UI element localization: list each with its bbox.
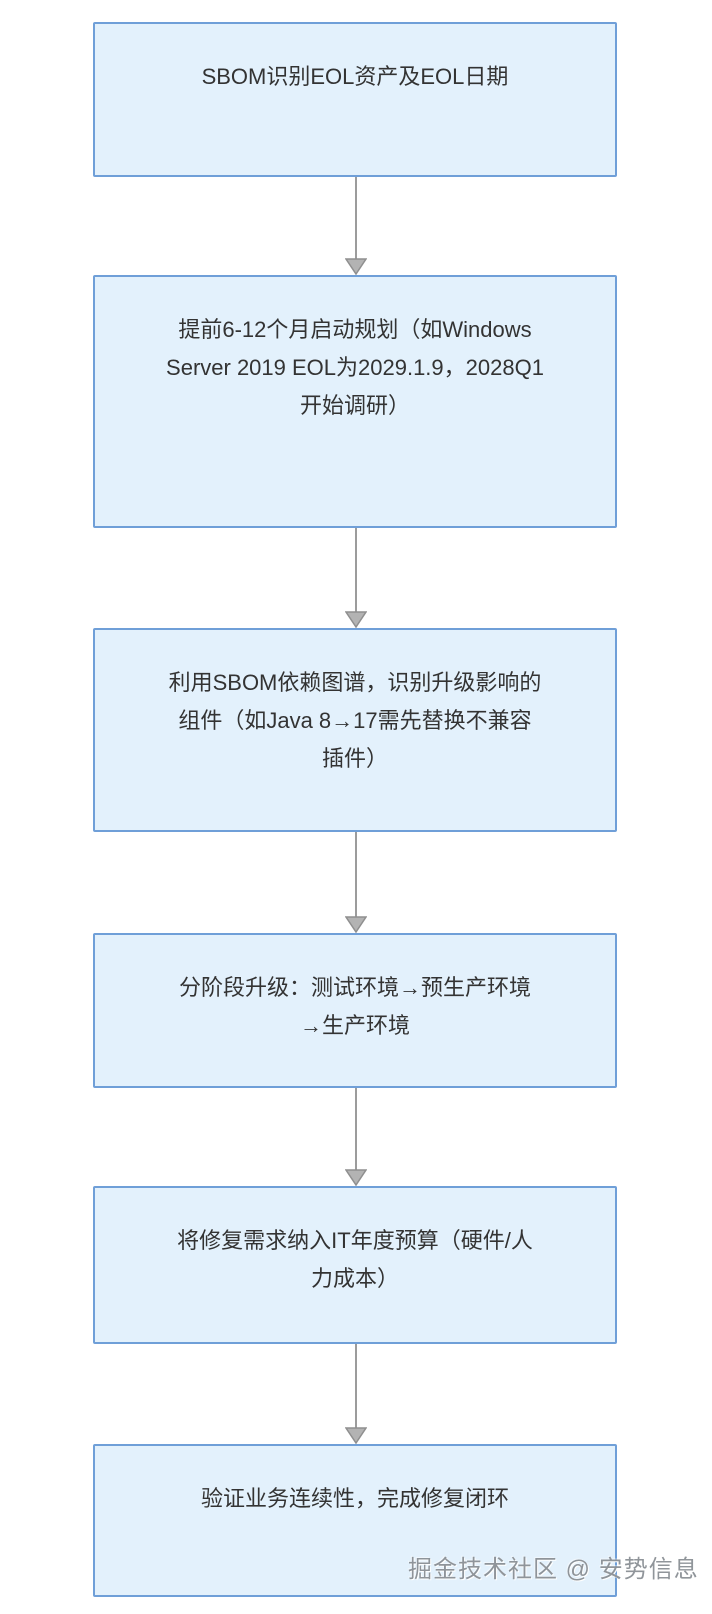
flow-arrow-4 [345, 1088, 367, 1186]
arrow-line [355, 832, 357, 920]
arrow-down-icon [345, 611, 367, 628]
arrow-line [355, 177, 357, 262]
flow-node-step-6-label: 验证业务连续性，完成修复闭环 [200, 1486, 509, 1511]
arrow-line [355, 1088, 357, 1173]
flow-node-step-2: 提前6-12个月启动规划（如Windows Server 2019 EOL为20… [93, 275, 617, 528]
flow-arrow-3 [345, 832, 367, 933]
flow-node-step-2-label: 提前6-12个月启动规划（如Windows Server 2019 EOL为20… [166, 317, 544, 418]
arrow-down-icon [345, 1427, 367, 1444]
flow-arrow-1 [345, 177, 367, 275]
flow-arrow-2 [345, 528, 367, 628]
arrow-down-icon [345, 258, 367, 275]
flow-node-step-1: SBOM识别EOL资产及EOL日期 [93, 22, 617, 177]
arrow-line [355, 528, 357, 615]
arrow-down-icon [345, 1169, 367, 1186]
flow-node-step-1-label: SBOM识别EOL资产及EOL日期 [201, 64, 509, 89]
flow-arrow-5 [345, 1344, 367, 1444]
flow-node-step-5: 将修复需求纳入IT年度预算（硬件/人 力成本） [93, 1186, 617, 1344]
flow-node-step-4: 分阶段升级：测试环境→预生产环境 →生产环境 [93, 933, 617, 1088]
flow-node-step-4-label: 分阶段升级：测试环境→预生产环境 →生产环境 [178, 975, 531, 1038]
flow-node-step-3: 利用SBOM依赖图谱，识别升级影响的 组件（如Java 8→17需先替换不兼容 … [93, 628, 617, 832]
arrow-down-icon [345, 916, 367, 933]
watermark: 掘金技术社区 @ 安势信息 [408, 1556, 699, 1583]
flow-node-step-6: 验证业务连续性，完成修复闭环 [93, 1444, 617, 1597]
flow-node-step-3-label: 利用SBOM依赖图谱，识别升级影响的 组件（如Java 8→17需先替换不兼容 … [168, 670, 542, 771]
arrow-line [355, 1344, 357, 1431]
flow-node-step-5-label: 将修复需求纳入IT年度预算（硬件/人 力成本） [177, 1228, 533, 1291]
